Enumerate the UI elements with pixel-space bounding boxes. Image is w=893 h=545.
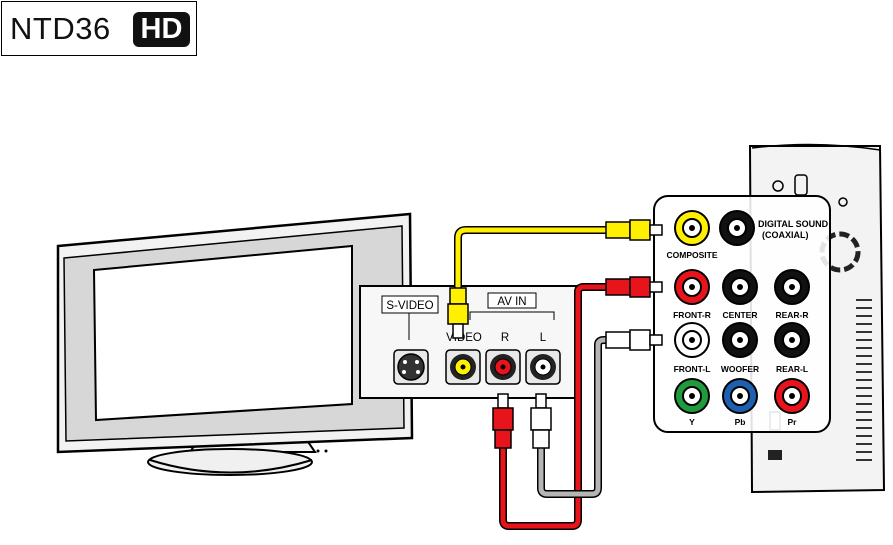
- l-label: L: [540, 332, 547, 344]
- player-port-panel: DIGITAL SOUND (COAXIAL) COMPOSITE: [654, 196, 830, 432]
- woofer-jack: [723, 323, 757, 357]
- video-label: VIDEO: [446, 332, 482, 344]
- front-r-label: FRONT-R: [673, 310, 711, 320]
- y-jack: [675, 379, 709, 413]
- rear-l-jack: [775, 323, 809, 357]
- front-r-jack: [675, 270, 709, 304]
- coaxial-jack: [720, 211, 754, 245]
- tv-audio-l-jack: [526, 350, 560, 384]
- woofer-label: WOOFER: [721, 364, 759, 374]
- rear-r-jack: [775, 270, 809, 304]
- r-label: R: [501, 332, 509, 344]
- tv-video-jack: [446, 350, 480, 384]
- tv-audio-r-jack: [486, 350, 520, 384]
- center-jack: [723, 270, 757, 304]
- composite-label: COMPOSITE: [666, 250, 717, 260]
- av-in-label: AV IN: [497, 296, 526, 308]
- rear-l-label: REAR-L: [776, 364, 808, 374]
- pr-label: Pr: [788, 417, 798, 427]
- coaxial-label: (COAXIAL): [762, 230, 809, 240]
- pb-jack: [723, 379, 757, 413]
- svideo-jack: [394, 350, 428, 384]
- digital-sound-label: DIGITAL SOUND: [758, 219, 829, 229]
- svideo-label: S-VIDEO: [386, 300, 433, 312]
- front-l-label: FRONT-L: [674, 364, 711, 374]
- center-label: CENTER: [723, 310, 758, 320]
- television: [58, 214, 412, 475]
- pr-jack: [775, 379, 809, 413]
- tv-input-panel: S-VIDEO AV IN VIDEO R L: [360, 286, 576, 398]
- rear-r-label: REAR-R: [775, 310, 808, 320]
- front-l-jack: [675, 323, 709, 357]
- y-label: Y: [689, 417, 695, 427]
- pb-label: Pb: [735, 417, 746, 427]
- composite-jack: [675, 211, 709, 245]
